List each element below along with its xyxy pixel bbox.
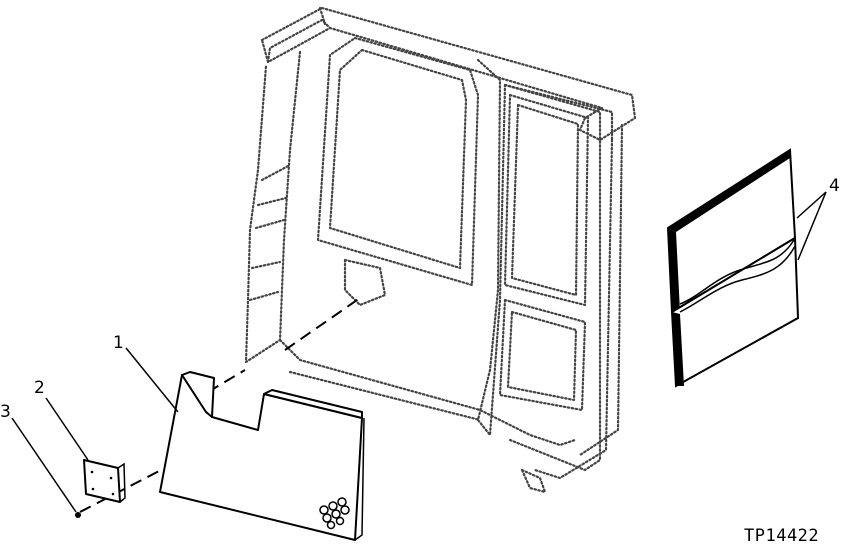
callout-leaders	[11, 191, 827, 513]
vent-holes	[319, 497, 350, 530]
insulation-panel-part-1	[159, 371, 365, 541]
fastener-part-3	[75, 512, 81, 518]
callout-4: 4	[829, 176, 840, 196]
insulation-boards-part-4	[666, 148, 800, 388]
pad-part-2	[83, 459, 126, 503]
callout-2: 2	[34, 378, 45, 398]
cab-frame	[244, 6, 637, 494]
callout-3: 3	[0, 402, 11, 422]
callout-1: 1	[113, 333, 124, 353]
figure-code: TP14422	[744, 526, 819, 546]
